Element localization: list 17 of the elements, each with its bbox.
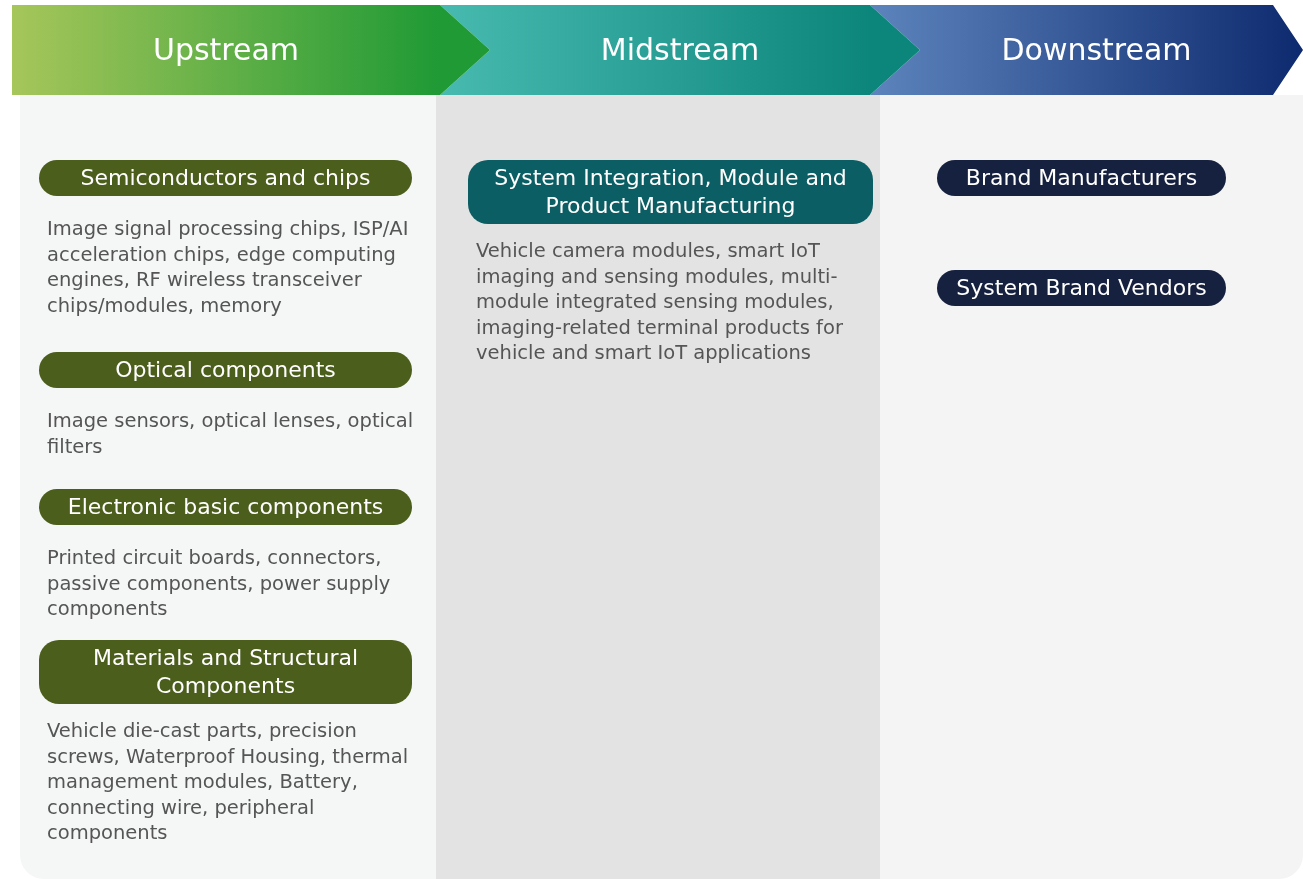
category-pill: Electronic basic components <box>39 489 412 525</box>
category-pill: System Integration, Module and Product Manufacturing <box>468 160 873 224</box>
category-pill: Optical components <box>39 352 412 388</box>
description-text: Vehicle die-cast parts, precision screws, Waterproof Housing, thermal management modules, Battery, connecting wire, peripheral components <box>47 718 410 846</box>
category-pill: Materials and Structural Components <box>39 640 412 704</box>
category-pill: System Brand Vendors <box>937 270 1226 306</box>
chevron-arrow <box>870 5 920 95</box>
category-pill: Brand Manufacturers <box>937 160 1226 196</box>
stage-banner: Upstream <box>12 5 440 95</box>
category-pill: Semiconductors and chips <box>39 160 412 196</box>
chevron-arrow <box>440 5 490 95</box>
description-text: Printed circuit boards, connectors, passive components, power supply components <box>47 545 392 622</box>
description-text: Image signal processing chips, ISP/AI acceleration chips, edge computing engines, RF wireless transceiver chips/modules, memory <box>47 216 410 318</box>
description-text: Image sensors, optical lenses, optical filters <box>47 408 415 459</box>
description-text: Vehicle camera modules, smart IoT imaging and sensing modules, multi-module integrated sensing modules, imaging-related terminal products for vehicle and smart IoT applications <box>476 238 844 366</box>
stage-banner: Downstream <box>870 5 1303 95</box>
stage-banner: Midstream <box>440 5 870 95</box>
